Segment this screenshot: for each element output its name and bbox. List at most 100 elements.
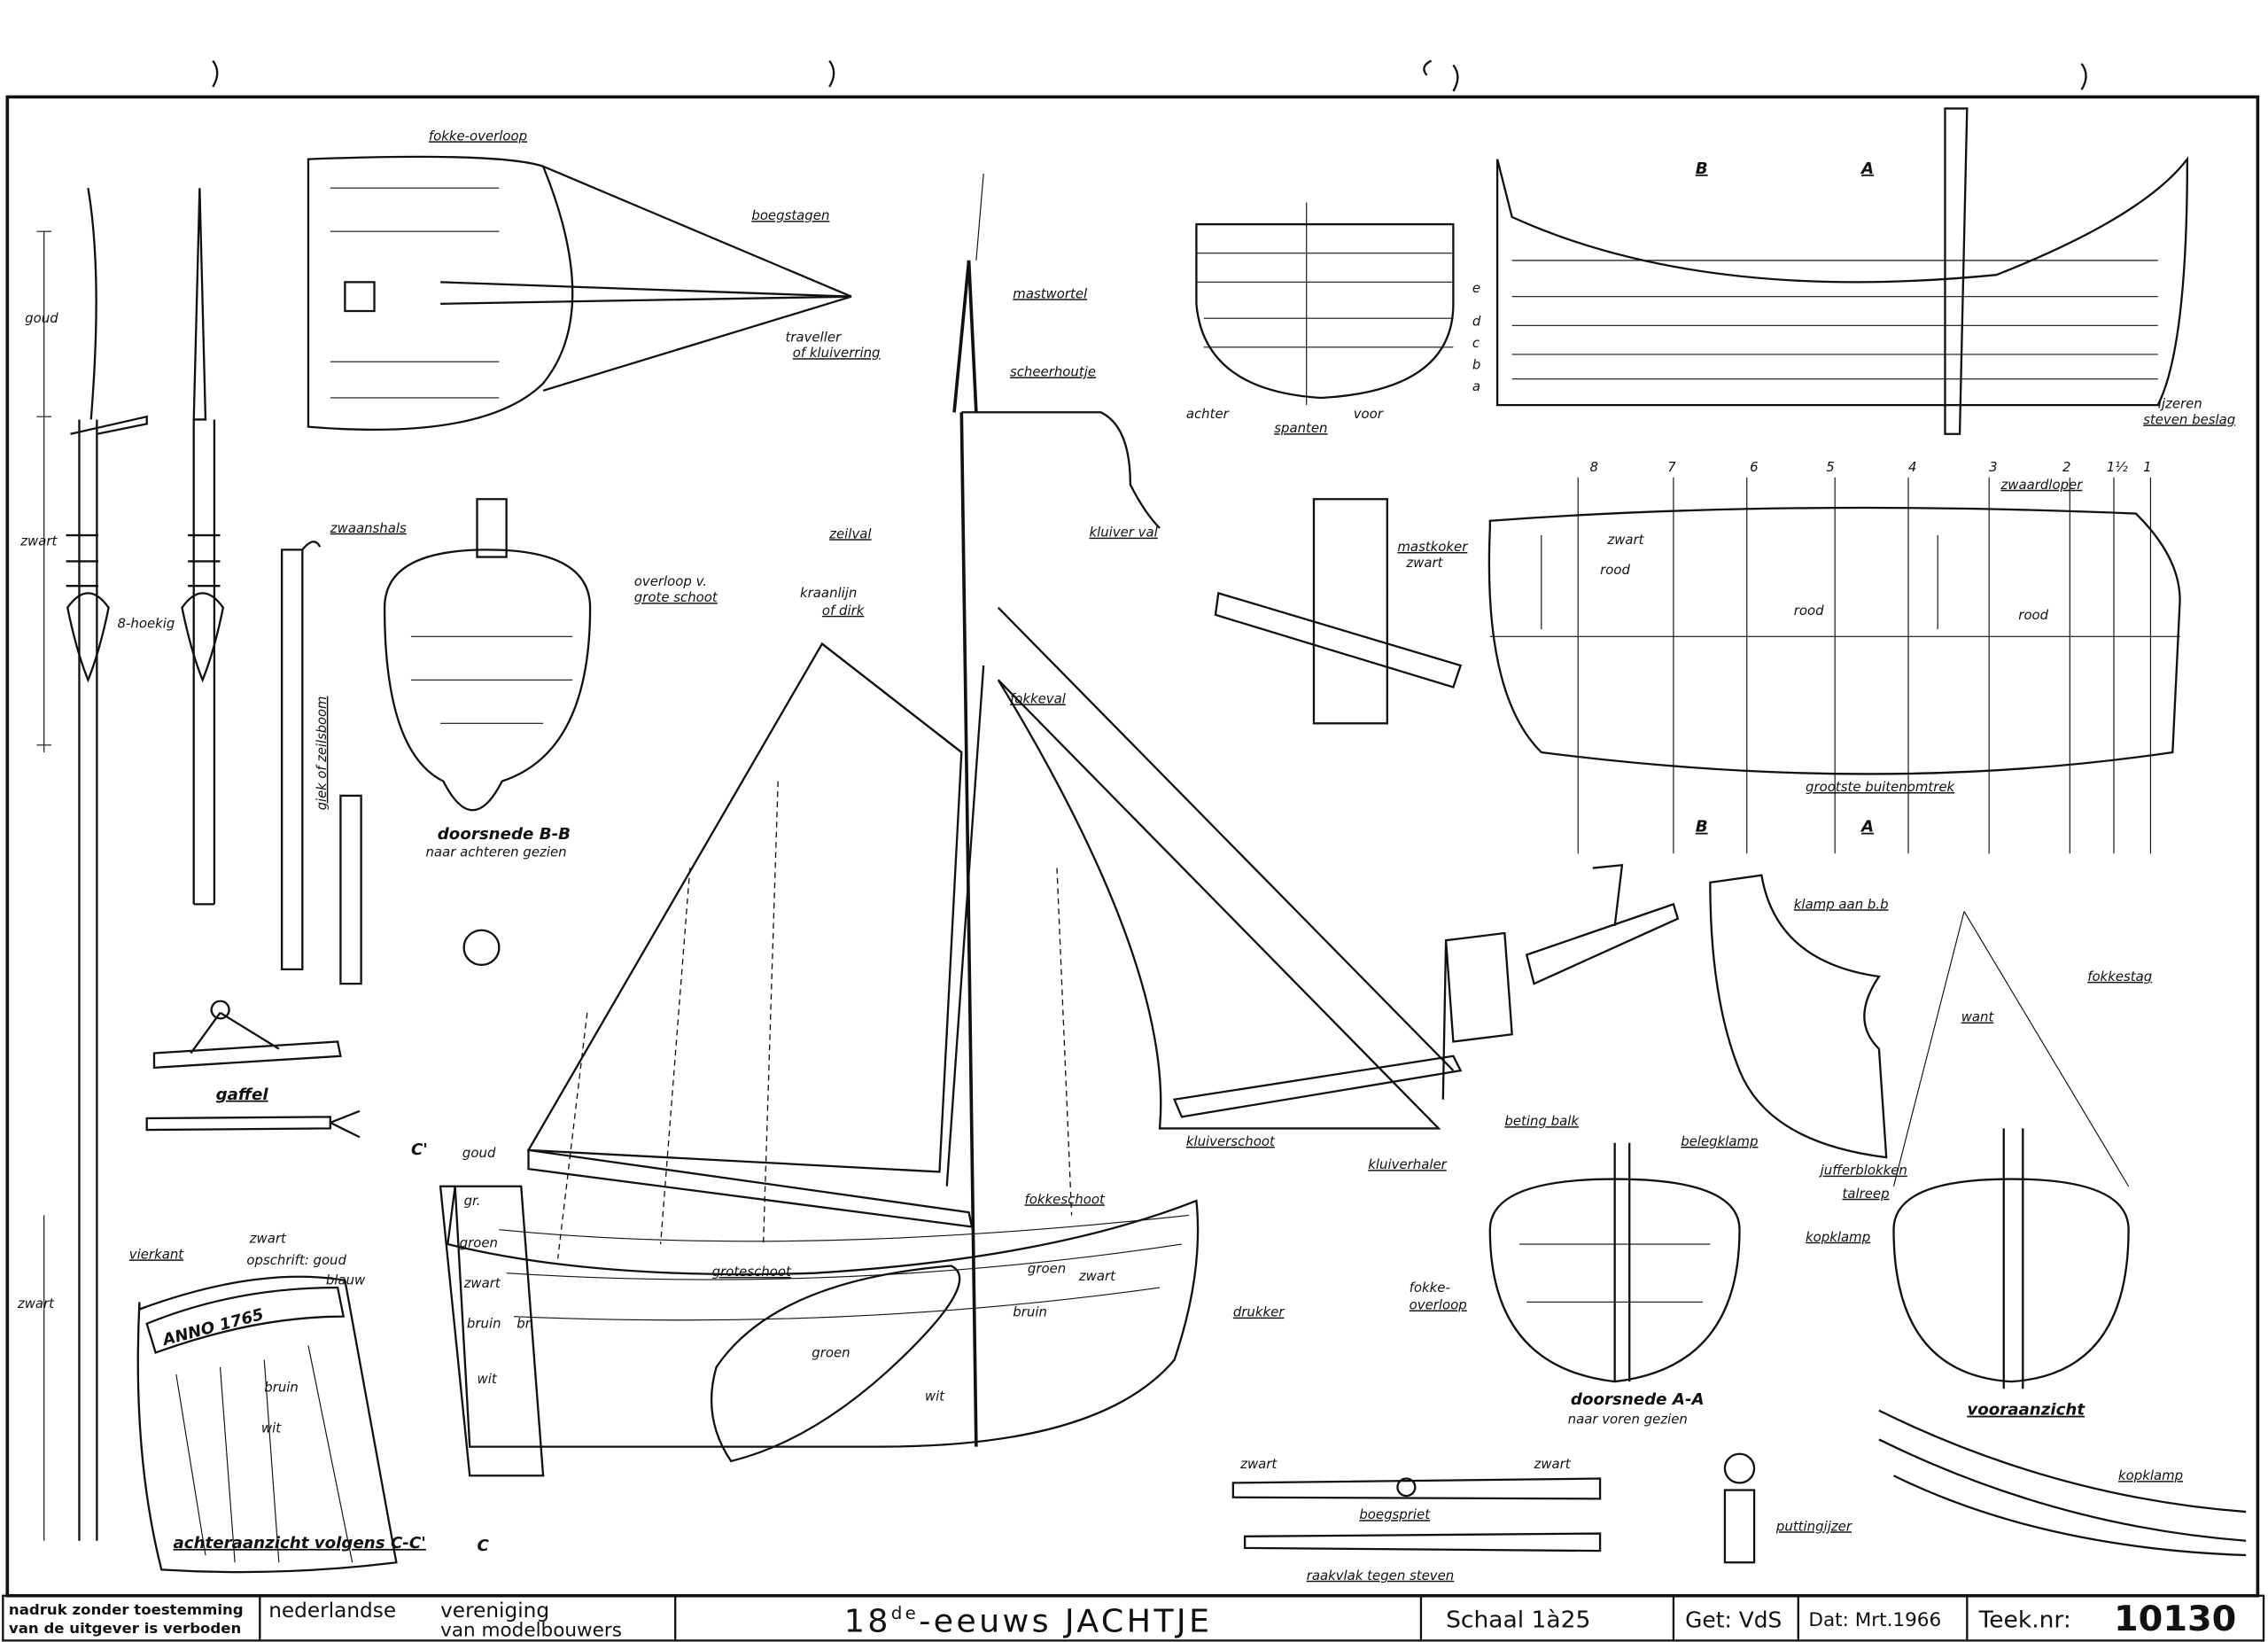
waterline-label: a — [1472, 379, 1480, 394]
label: mastkoker — [1397, 540, 1468, 555]
label: opschrift: goud — [246, 1253, 346, 1268]
label: zwart — [17, 1296, 55, 1311]
annotation-labels: fokke-overloop boegstagen traveller of k… — [17, 128, 2235, 1583]
deck-plan — [1487, 477, 2181, 854]
label: scheerhoutje — [1010, 365, 1096, 380]
section-marker: A — [1860, 818, 1874, 837]
waterline-label: c — [1472, 336, 1480, 351]
label: groen — [812, 1345, 850, 1360]
label: groen — [460, 1235, 498, 1250]
label: giek of zeilsboom — [315, 696, 330, 811]
section-marker: A — [1860, 160, 1874, 178]
label: gr. — [464, 1194, 481, 1209]
drawing-frame — [5, 95, 2260, 1598]
label: zwart — [1606, 533, 1644, 548]
org-name-1: nederlandse — [268, 1599, 396, 1623]
label: zeilval — [828, 526, 872, 541]
label: fokke- — [1410, 1280, 1450, 1296]
label: steven beslag — [2143, 412, 2235, 427]
label: traveller — [785, 330, 842, 345]
label: kraanlijn — [800, 586, 857, 601]
label: doorsnede A-A — [1571, 1390, 1705, 1409]
label: grote schoot — [634, 590, 718, 605]
label: talreep — [1842, 1187, 1889, 1202]
hull-profile — [1495, 107, 2189, 435]
station-label: 3 — [1989, 460, 1997, 475]
label: zwart — [1078, 1269, 1116, 1284]
mast-step-detail — [1214, 498, 1463, 725]
label: achteraanzicht volgens C-C' — [174, 1534, 426, 1553]
drawn-by: Get: VdS — [1685, 1607, 1782, 1633]
label: zwart — [1239, 1457, 1278, 1472]
label: bruin — [1013, 1305, 1047, 1320]
frames-view — [1195, 202, 1455, 406]
waterline-label: e — [1472, 281, 1480, 296]
kopklamp-detail — [1878, 1409, 2247, 1557]
section-marker: C' — [411, 1140, 428, 1159]
label: blauw — [326, 1273, 366, 1288]
label: rood — [2018, 608, 2048, 623]
label: grootste buitenomtrek — [1806, 780, 1956, 795]
section-marker: C — [478, 1537, 490, 1555]
label: mastwortel — [1013, 286, 1088, 301]
drawing-number-label: Teek.nr: — [1978, 1607, 2071, 1634]
section-bb — [383, 498, 592, 812]
front-view — [1892, 911, 2130, 1389]
label: ijzeren — [2158, 396, 2202, 411]
label: beting balk — [1504, 1114, 1580, 1129]
label: zwart — [1405, 556, 1443, 571]
label: fokkeval — [1010, 692, 1067, 707]
label: 8-hoekig — [118, 617, 175, 632]
station-label: 1½ — [2107, 460, 2129, 475]
label: vierkant — [129, 1247, 185, 1262]
org-name-3: van modelbouwers — [440, 1620, 622, 1642]
label: spanten — [1274, 421, 1327, 436]
section-aa — [1488, 1142, 1741, 1383]
label: groteschoot — [712, 1265, 792, 1280]
label: zwaanshals — [330, 521, 407, 536]
drawing-number: 10130 — [2114, 1599, 2236, 1639]
punch-marks — [212, 59, 2087, 92]
label: naar achteren gezien — [426, 845, 567, 860]
cleat-detail — [1525, 864, 1680, 985]
label: overloop v. — [634, 574, 707, 589]
pulley-block-icon — [462, 929, 501, 967]
label: zwart — [463, 1276, 501, 1291]
label: bruin — [467, 1317, 501, 1332]
label: fokkestag — [2087, 969, 2152, 984]
section-marker: B — [1696, 160, 1708, 178]
label: fokkeschoot — [1025, 1192, 1107, 1207]
label: kluiverhaler — [1368, 1157, 1447, 1172]
label: goud — [462, 1146, 496, 1161]
label: drukker — [1233, 1305, 1285, 1320]
station-label: 2 — [2062, 460, 2070, 475]
label: zwart — [19, 534, 58, 549]
label: wit — [261, 1420, 282, 1436]
copyright-notice-line2: van de uitgever is verboden — [9, 1620, 241, 1637]
label: vooraanzicht — [1967, 1401, 2085, 1420]
station-label: 4 — [1908, 460, 1916, 475]
label: fokke-overloop — [429, 128, 527, 144]
bow-top-view — [307, 155, 852, 431]
label: doorsnede B-B — [438, 825, 571, 844]
label: zwaardloper — [2000, 478, 2083, 493]
label: overloop — [1410, 1298, 1467, 1313]
label: rood — [1600, 563, 1630, 578]
drawing-title: 18de-eeuws JACHTJE — [844, 1602, 1213, 1640]
label: zwart — [1534, 1457, 1572, 1472]
label: naar voren gezien — [1568, 1412, 1688, 1428]
title-block: nadruk zonder toestemming van de uitgeve… — [2, 1594, 2265, 1642]
label: puttingijzer — [1775, 1519, 1852, 1534]
bowsprit-detail — [1231, 1477, 1602, 1553]
label: goud — [25, 311, 58, 326]
waterline-label: b — [1472, 357, 1480, 372]
label: rood — [1794, 603, 1824, 619]
station-label: 7 — [1667, 460, 1676, 475]
station-label: 6 — [1750, 460, 1758, 475]
ship-side-view — [439, 173, 1513, 1477]
label: achter — [1186, 407, 1230, 422]
org-name-2: vereniging — [440, 1599, 549, 1623]
label: kopklamp — [2118, 1468, 2183, 1483]
section-marker: B — [1696, 818, 1708, 837]
